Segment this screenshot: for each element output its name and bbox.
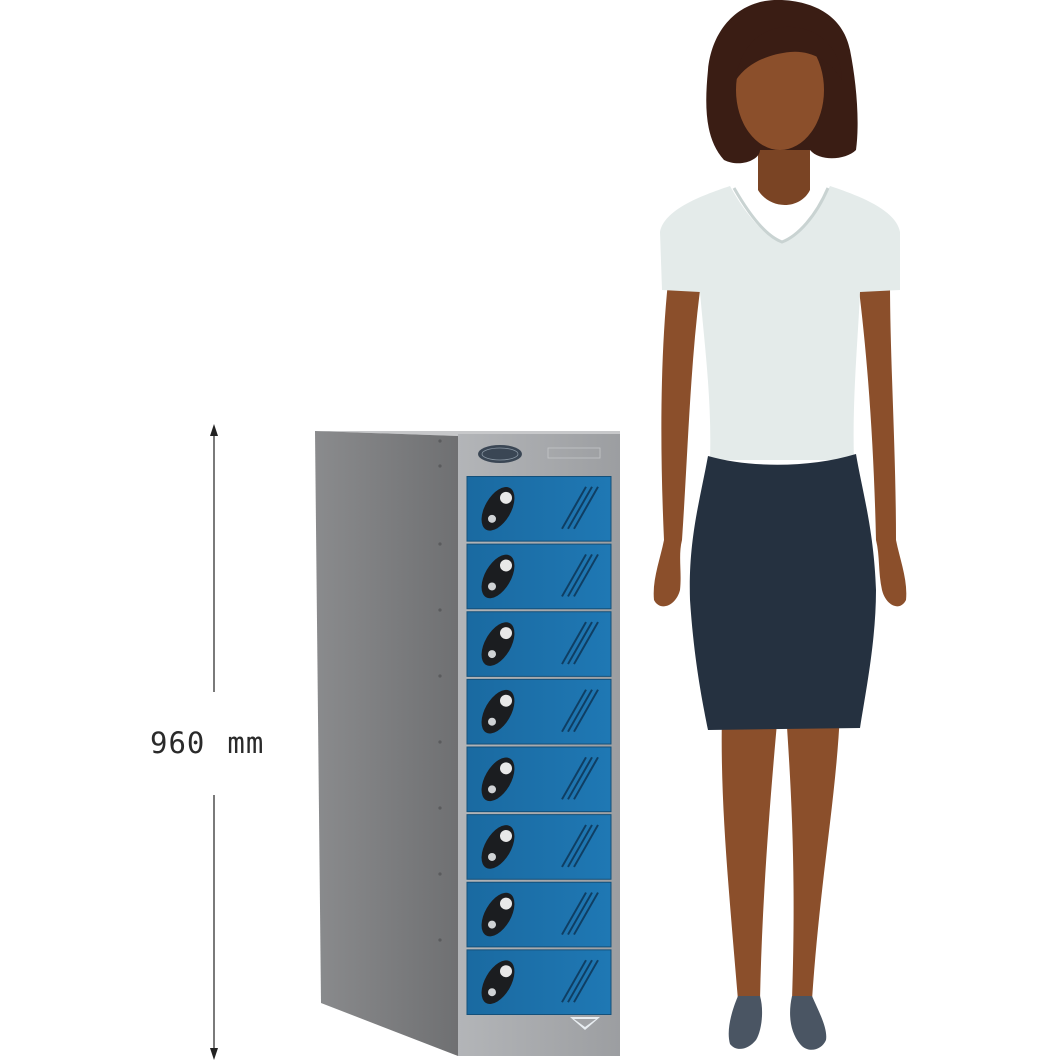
lock-icon[interactable]: [475, 684, 522, 739]
locker-side-panel: [315, 431, 458, 1056]
height-dimension-arrow: [210, 424, 218, 1060]
arrow-down-icon: [210, 1048, 218, 1060]
door-vent-icon: [561, 756, 599, 800]
person-figure: [653, 0, 907, 1050]
person-left-arm: [653, 282, 700, 607]
height-dimension-label: 960 mm: [150, 726, 300, 766]
person-legs: [721, 712, 840, 1000]
lock-icon[interactable]: [475, 752, 522, 807]
locker-door[interactable]: [466, 678, 612, 745]
door-vent-icon: [561, 553, 599, 597]
lock-icon[interactable]: [475, 482, 522, 537]
locker-door[interactable]: [466, 611, 612, 677]
lock-icon[interactable]: [475, 820, 522, 875]
door-vent-icon: [561, 689, 599, 733]
door-vent-icon: [561, 621, 599, 665]
locker-door[interactable]: [466, 814, 612, 880]
locker-cabinet: [315, 431, 620, 1056]
locker-doors: [466, 476, 612, 1015]
locker-door[interactable]: [466, 476, 612, 542]
person-right-shoe: [790, 996, 827, 1050]
vent-icon: [570, 1017, 600, 1030]
locker-door[interactable]: [466, 949, 612, 1015]
height-value: 960: [150, 726, 206, 760]
person-top: [660, 186, 900, 460]
lock-icon[interactable]: [475, 887, 522, 942]
lock-icon[interactable]: [475, 549, 522, 604]
person-left-shoe: [728, 996, 763, 1049]
height-unit: mm: [227, 726, 265, 760]
label-slot: [547, 447, 601, 459]
locker-door[interactable]: [466, 881, 612, 948]
person-right-arm: [858, 282, 907, 607]
locker-door[interactable]: [466, 746, 612, 813]
door-vent-icon: [561, 824, 599, 868]
lock-icon[interactable]: [475, 617, 522, 672]
door-vent-icon: [561, 959, 599, 1003]
locker-door[interactable]: [466, 543, 612, 610]
door-vent-icon: [561, 486, 599, 530]
person-skirt: [689, 454, 876, 730]
arrow-up-icon: [210, 424, 218, 436]
door-vent-icon: [561, 892, 599, 936]
lock-icon[interactable]: [475, 955, 522, 1010]
